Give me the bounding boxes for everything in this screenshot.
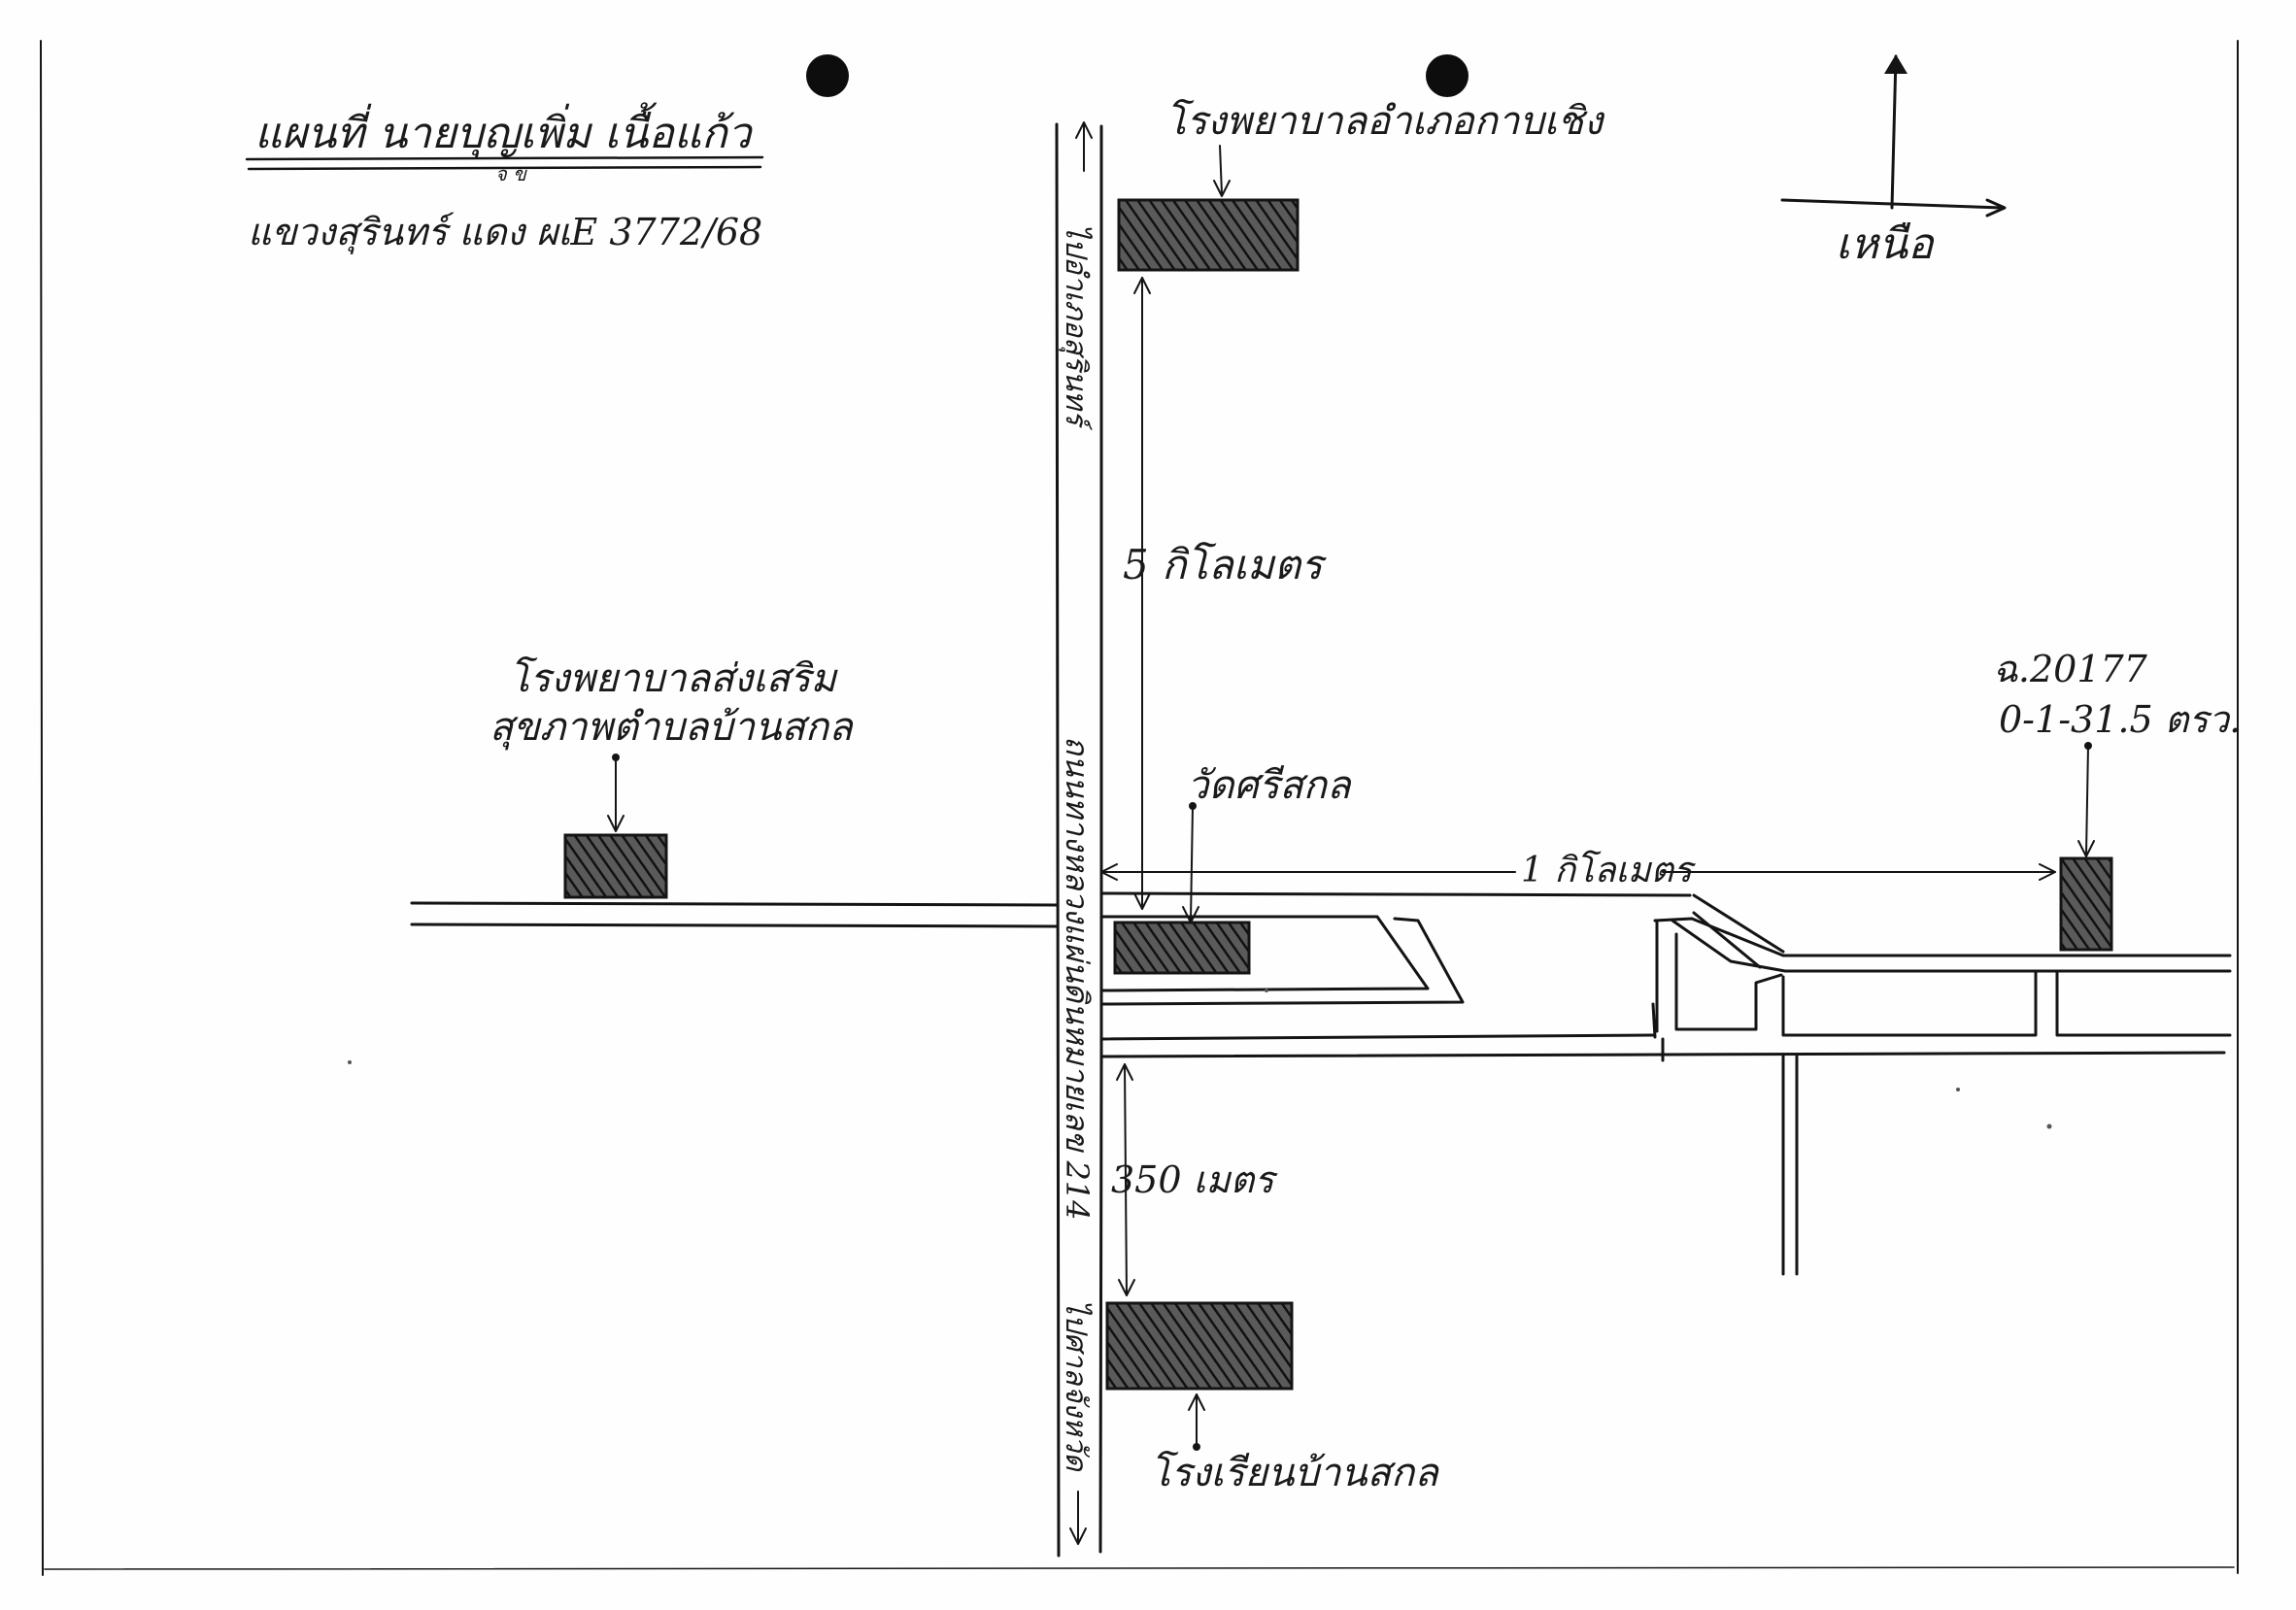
title-underline-2 (247, 165, 762, 171)
west-road (410, 901, 1059, 928)
district-hospital-label: โรงพยาบาลอำเภอกาบเชิง (1165, 98, 1605, 144)
health-center-label-line2: สุขภาพตำบลบ้านสกล (490, 705, 855, 751)
title-mark: จ ข (495, 162, 527, 185)
distance-1km-label: 1 กิโลเมตร (1521, 850, 1697, 890)
punch-hole-right (1426, 54, 1469, 97)
scan-specks (348, 989, 2052, 1129)
highway-label: ถนนทางหลวงแผ่นดินหมายเลข 214 (1059, 736, 1096, 1221)
school-building (1105, 1301, 1294, 1391)
health-center-pointer (607, 754, 625, 832)
dimension-5km (1133, 277, 1151, 910)
district-hospital-pointer (1213, 145, 1231, 197)
highway-214 (1055, 122, 1103, 1558)
health-center-building (563, 833, 668, 899)
map-subtitle: แขวงสุรินทร์ แดง ผเE 3772/68 (248, 211, 762, 254)
temple-pointer (1182, 802, 1199, 923)
east-road-network (1099, 891, 2232, 1276)
dimension-350m (1116, 1063, 1135, 1296)
distance-5km-label: 5 กิโลเมตร (1123, 541, 1327, 588)
parcel-number-label: ฉ.20177 (1993, 648, 2148, 690)
title-underline-1 (245, 155, 764, 161)
punch-hole-left (806, 54, 849, 97)
parcel-area-label: 0-1-31.5 ตรว. (1999, 698, 2241, 741)
north-label: เหนือ (1836, 219, 1935, 269)
paper-border (40, 40, 2239, 1576)
distance-350m-label: 350 เมตร (1111, 1158, 1278, 1201)
parcel-plot (2059, 856, 2113, 952)
health-center-label-line1: โรงพยาบาลส่งเสริม (509, 655, 839, 701)
district-hospital-building (1117, 198, 1300, 272)
parcel-pointer (2077, 742, 2095, 857)
arrow-to-court (1069, 1491, 1087, 1545)
map-title: แผนที่ นายบุญเพิ่ม เนื้อแก้ว (254, 102, 754, 159)
school-pointer (1188, 1393, 1205, 1451)
arrow-to-surin (1075, 121, 1093, 172)
north-arrow (1780, 54, 2007, 218)
direction-south-label: ไปศาลจังหวัด (1059, 1299, 1093, 1472)
temple-label: วัดศรีสกล (1187, 763, 1353, 808)
school-label: โรงเรียนบ้านสกล (1150, 1450, 1440, 1495)
direction-north-label: ไปอำเภอสุรินทร์ (1059, 223, 1093, 431)
temple-building (1113, 921, 1251, 975)
dimension-1km (1100, 863, 2056, 881)
